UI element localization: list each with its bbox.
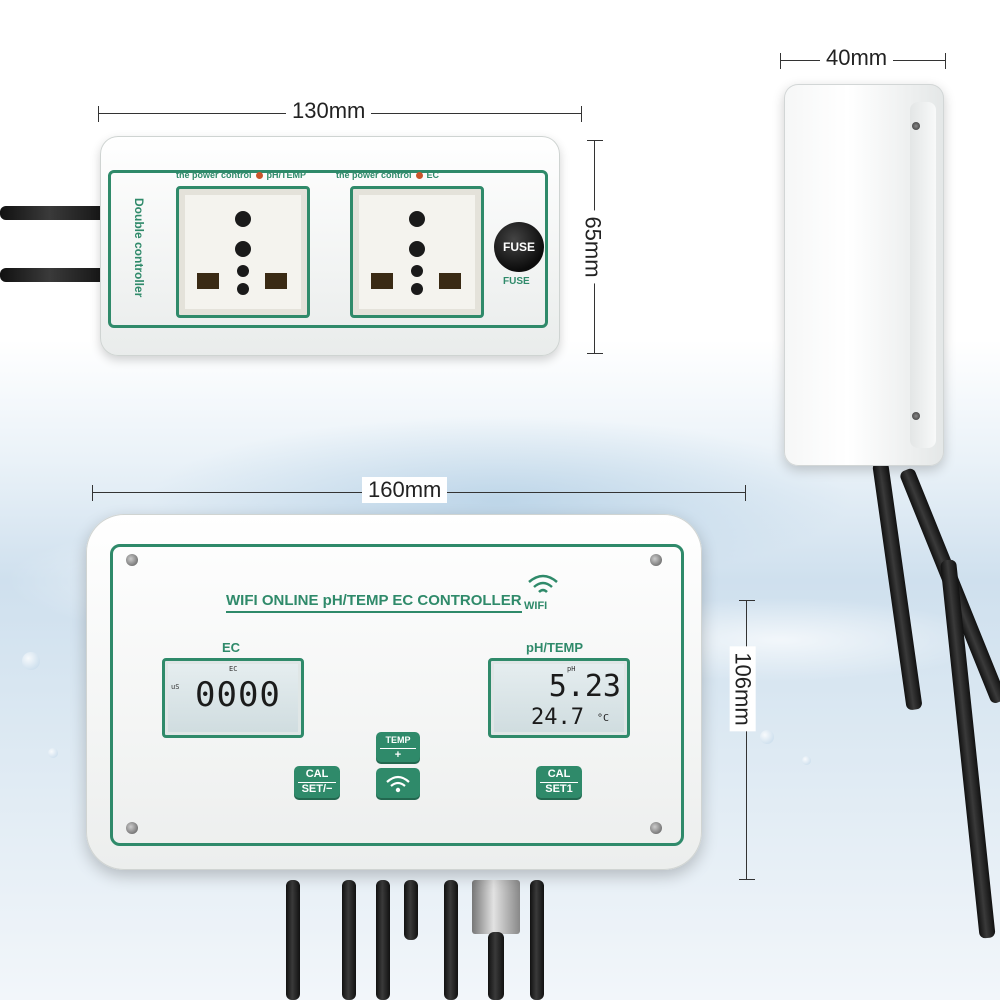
button-divider [298,782,336,783]
ec-unit-us: uS [171,683,180,691]
button-divider [380,748,416,749]
cal-set1-button[interactable]: CAL SET1 [536,766,582,800]
probe-cable [376,880,390,1000]
water-droplet [48,748,58,758]
outlet-pin-hole [411,265,423,277]
probe-cable [286,880,300,1000]
controller-title: WIFI ONLINE pH/TEMP EC CONTROLLER [226,592,522,613]
wifi-label: WIFI [524,600,548,612]
water-droplet [22,652,40,670]
main-controller: WIFI ONLINE pH/TEMP EC CONTROLLER WIFI E… [86,514,702,870]
temp-unit: °C [597,713,610,724]
ph-lcd-display: pH 5.23 24.7 °C [488,658,630,738]
ph-panel-label: pH/TEMP [526,640,584,655]
strip-height-label: 65mm [579,210,606,284]
strip-cable-upper [0,206,110,220]
temp-plus-button[interactable]: TEMP + [376,732,420,764]
main-height-label: 106mm [729,646,756,732]
controller-side-view [784,84,944,466]
probe-cable [530,880,544,1000]
fuse-icon[interactable]: FUSE [494,222,544,272]
led-indicator [255,172,263,180]
screw-icon [912,412,920,420]
outlet-pin-hole [235,241,251,257]
outlet-slot [197,273,219,289]
strip-width-label: 130mm [286,98,372,124]
side-rim [910,102,936,448]
ph-reading: 5.23 [548,669,621,704]
screw-icon [126,554,138,566]
probe-cable [342,880,356,1000]
outlet-pin-hole [409,241,425,257]
outlet-slot [439,273,461,289]
ec-panel-label: EC [222,640,241,655]
ec-unit-small: EC [229,665,238,673]
outlet-pin-hole [237,265,249,277]
probe-cable [404,880,418,940]
main-height-dimension-line [739,600,755,880]
outlet-pin-hole [411,283,423,295]
screw-icon [126,822,138,834]
cal-set-minus-button[interactable]: CAL SET/− [294,766,340,800]
outlet-pin-hole [237,283,249,295]
controller-face-frame [110,544,684,846]
outlet-pin-hole [235,211,251,227]
outlet-pin-hole [409,211,425,227]
power-strip-frame [108,170,548,328]
outlet-slot [371,273,393,289]
screw-icon [912,122,920,130]
outlet-slot [265,273,287,289]
depth-label: 40mm [820,45,894,71]
power-outlet-left[interactable] [176,186,310,318]
led-indicator [415,172,423,180]
bnc-cable [488,932,504,1000]
wifi-icon [528,574,558,593]
screw-icon [650,822,662,834]
ec-lcd-display: EC uS 0000 [162,658,304,738]
water-droplet [802,756,811,765]
screw-icon [650,554,662,566]
wifi-button[interactable] [376,768,420,800]
ph-unit-small: pH [567,665,576,673]
probe-cable [444,880,458,1000]
fuse-label: FUSE [503,276,530,287]
wifi-icon [386,775,410,793]
bnc-connector [472,880,520,934]
button-divider [540,782,578,783]
temp-reading: 24.7 [531,705,584,730]
strip-cable-lower [0,268,110,282]
power-outlet-right[interactable] [350,186,484,318]
double-controller-label: Double controller [132,198,146,298]
main-width-label: 160mm [362,477,448,503]
ec-reading: 0000 [195,675,281,715]
water-droplet [760,730,774,744]
